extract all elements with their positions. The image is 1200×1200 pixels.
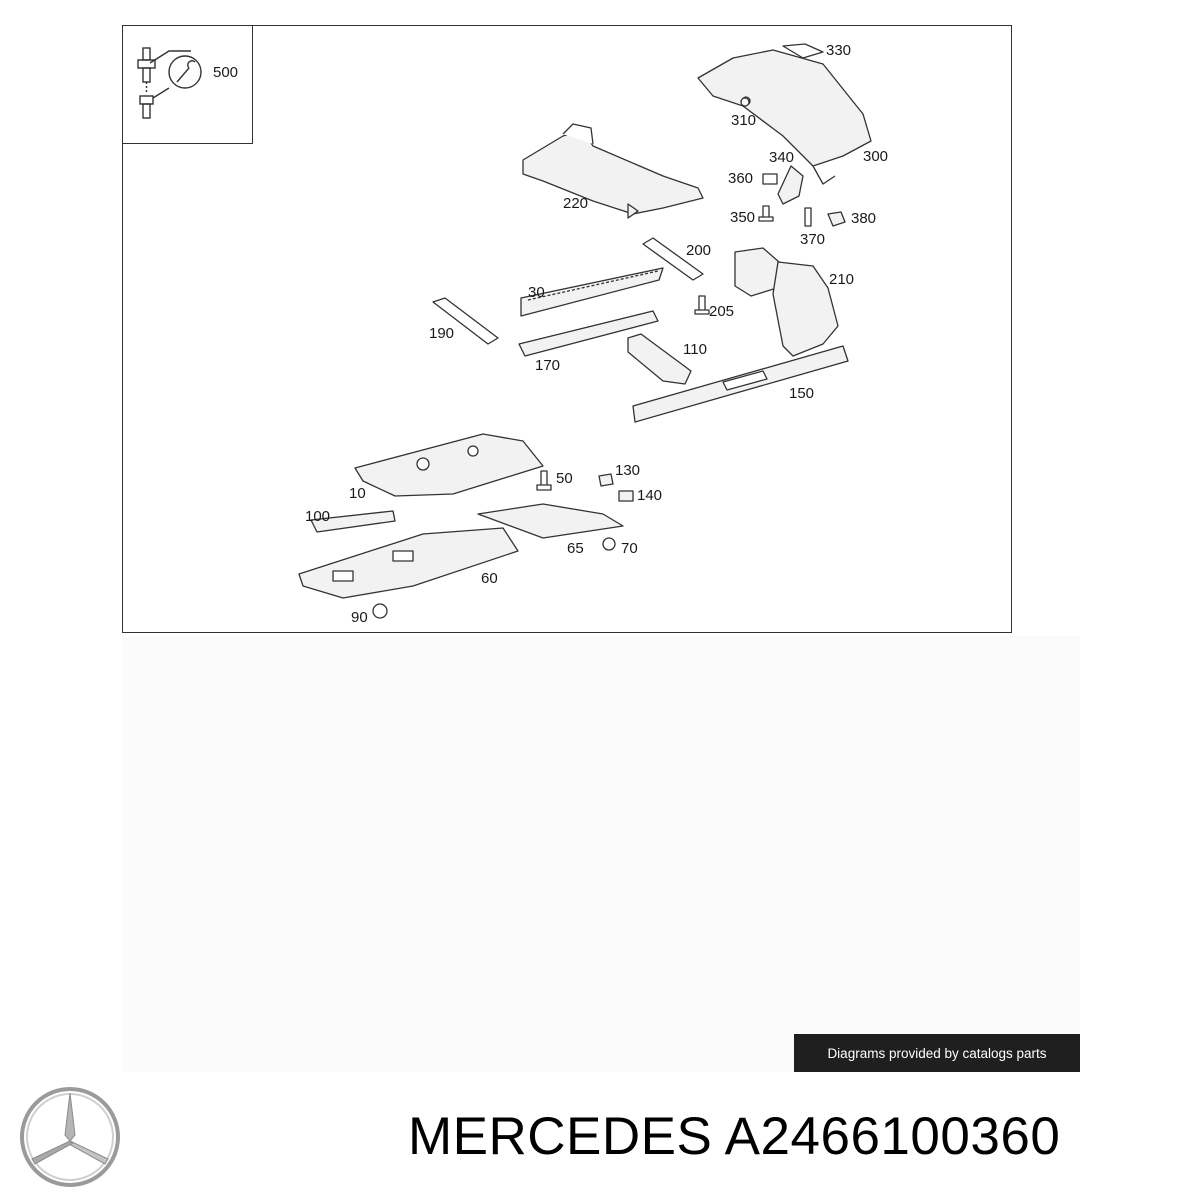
- credit-badge: Diagrams provided by catalogs parts: [794, 1034, 1080, 1072]
- callout-190: 190: [429, 325, 455, 342]
- callout-65: 65: [567, 540, 584, 557]
- callout-205: 205: [709, 303, 735, 320]
- callout-350: 350: [730, 209, 756, 226]
- callout-130: 130: [615, 462, 641, 479]
- callout-110: 110: [683, 341, 707, 358]
- callout-30: 30: [528, 284, 545, 301]
- callout-360: 360: [728, 170, 754, 187]
- callout-10: 10: [349, 485, 366, 502]
- mercedes-star-icon: [20, 1087, 120, 1187]
- callout-70: 70: [621, 540, 638, 557]
- callout-370: 370: [800, 231, 826, 248]
- callout-330: 330: [826, 42, 852, 59]
- parts-illustration: [298, 43, 872, 619]
- callout-200: 200: [686, 242, 712, 259]
- callout-380: 380: [851, 210, 877, 227]
- page-title: MERCEDES A2466100360: [408, 1107, 1061, 1166]
- background-panel: [122, 636, 1080, 1072]
- bolt-wrench-icon: [137, 47, 202, 119]
- parts-diagram: 500: [122, 25, 1012, 633]
- callout-170: 170: [535, 357, 561, 374]
- callout-60: 60: [481, 570, 498, 587]
- callout-50: 50: [556, 470, 573, 487]
- callout-300: 300: [863, 148, 889, 165]
- callout-340: 340: [769, 149, 795, 166]
- callout-90: 90: [351, 609, 368, 626]
- callout-500: 500: [213, 64, 239, 81]
- callout-310: 310: [731, 112, 757, 129]
- callout-220: 220: [563, 195, 589, 212]
- callout-100: 100: [305, 508, 331, 525]
- callout-140: 140: [637, 487, 663, 504]
- tool-inset: 500: [123, 26, 253, 144]
- callout-150: 150: [789, 385, 815, 402]
- callout-210: 210: [829, 271, 855, 288]
